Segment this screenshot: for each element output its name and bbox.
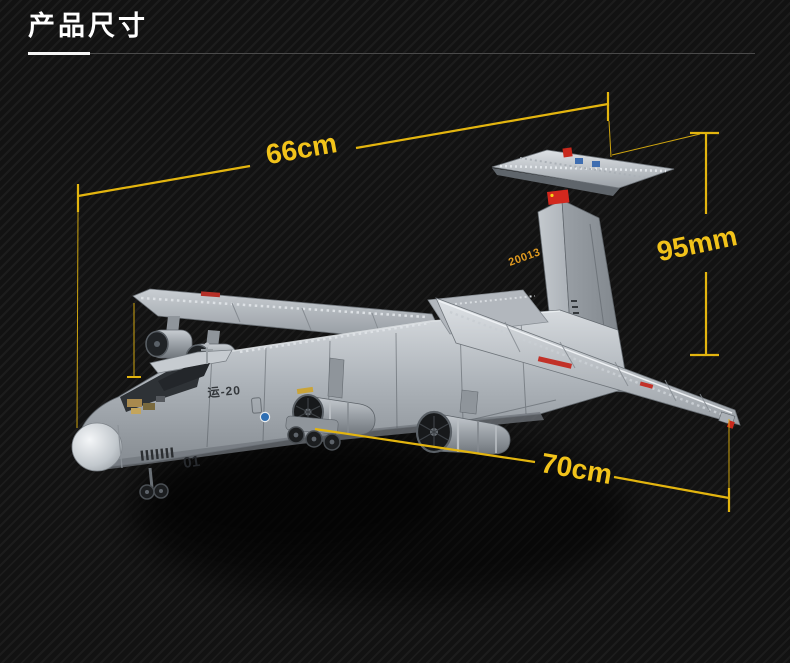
aircraft-illustration: 20013	[71, 147, 741, 500]
dimension-label-height: 95mm	[654, 220, 740, 267]
cockpit-windows	[158, 363, 210, 391]
air-force-roundel-icon	[259, 411, 271, 423]
tail-number: 20013	[507, 246, 542, 269]
section-header: 产品尺寸	[28, 8, 148, 44]
china-flag	[547, 189, 570, 205]
yellow-placard	[296, 386, 314, 395]
stabilizer-red-piece	[562, 147, 573, 158]
right-wing-stud-strip	[449, 310, 727, 418]
title-underline-accent	[28, 52, 90, 55]
title-underline	[28, 52, 758, 56]
extension-to-tail	[608, 120, 612, 158]
ground-shadow	[130, 430, 630, 600]
left-wing-red-stripe	[200, 291, 221, 298]
antenna	[201, 342, 213, 364]
dimension-label-length: 66cm	[263, 127, 339, 170]
stabilizer-blue-piece	[575, 158, 583, 164]
side-door	[251, 397, 263, 414]
dimension-wingspan-70cm	[127, 303, 731, 512]
title-underline-rule	[90, 53, 755, 54]
right-engines	[292, 357, 511, 455]
right-outer-engine-nacelle	[432, 412, 511, 455]
leader-from-tail	[611, 133, 701, 156]
nose-grille	[140, 447, 174, 461]
page-title: 产品尺寸	[28, 11, 148, 41]
right-wing-red-stripe	[537, 356, 573, 369]
dimension-length-66cm	[76, 92, 612, 429]
nose-number: 01	[182, 453, 201, 472]
right-wing	[435, 297, 741, 429]
fuselage-code: 运-20	[207, 383, 241, 400]
right-wing-leading-edge	[438, 300, 733, 414]
nose-cone	[71, 422, 123, 472]
landing-gear	[139, 415, 341, 500]
right-wing-panel-lines	[504, 321, 711, 413]
extension-to-nose	[76, 211, 79, 429]
dimension-height-95mm	[611, 131, 719, 357]
horizontal-stabilizer	[491, 147, 675, 196]
